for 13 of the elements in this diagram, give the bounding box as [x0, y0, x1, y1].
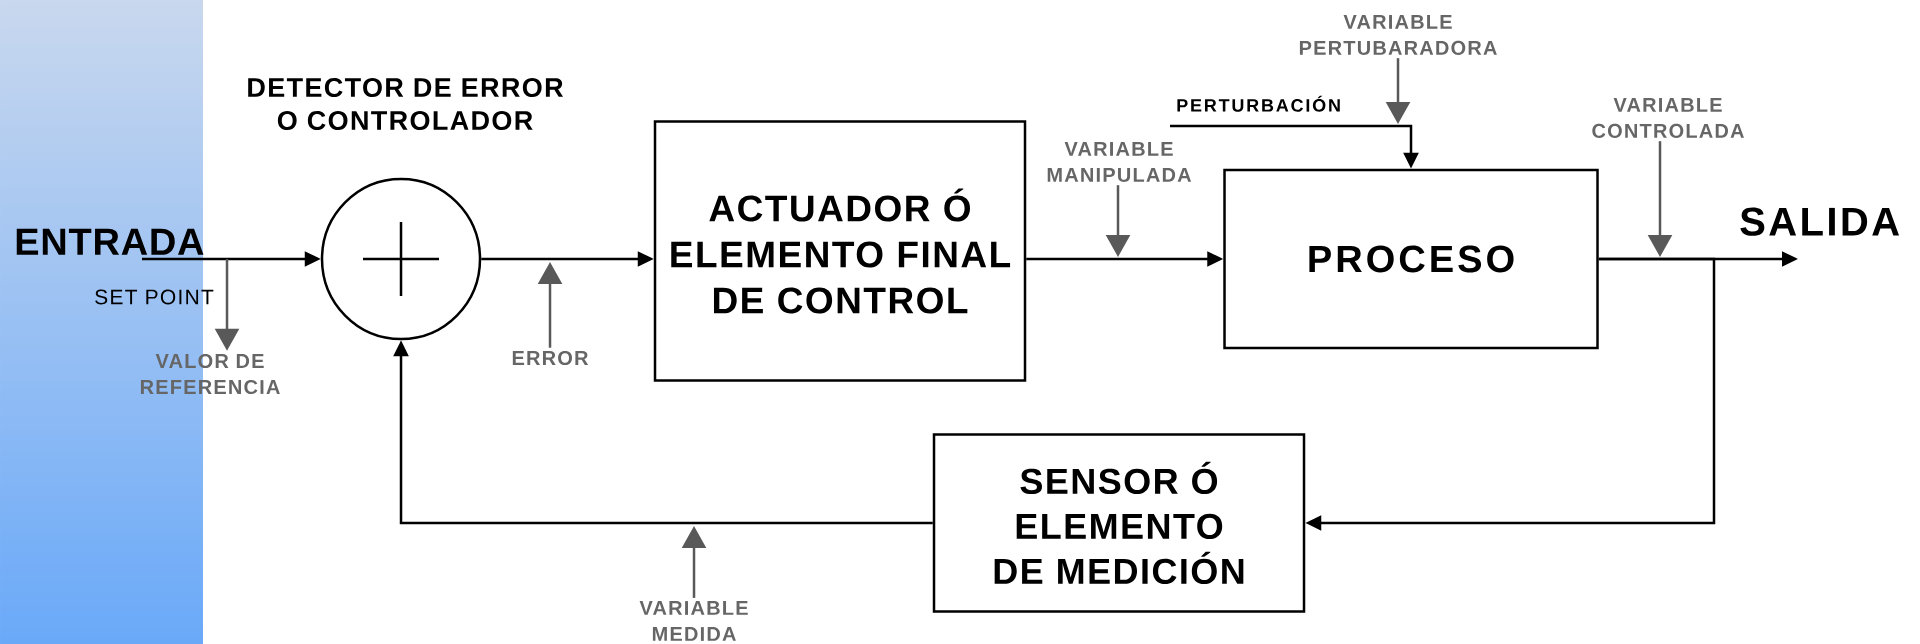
annotation-text: VARIABLE PERTUBARADORA: [1299, 15, 1497, 55]
block-heading: DETECTOR DE ERROR O CONTROLADOR: [248, 77, 564, 131]
sensor-box: SENSOR Ó ELEMENTO DE MEDICIÓN: [932, 433, 1306, 613]
annotation-text: VARIABLE MANIPULADA: [1047, 142, 1192, 182]
process-box: PROCESO: [1223, 168, 1599, 350]
disturbance-label: PERTURBACIÓN: [1177, 95, 1340, 112]
output-label: SALIDA: [1740, 207, 1900, 236]
label-text: SET POINT: [95, 289, 214, 305]
actuator-box: ACTUADOR Ó ELEMENTO FINAL DE CONTROL: [653, 120, 1027, 382]
annotation-text: VARIABLE MEDIDA: [639, 601, 748, 641]
input-label: ENTRADA: [16, 228, 204, 255]
annotation-text: VARIABLE CONTROLADA: [1592, 98, 1744, 138]
annotation-text: ERROR: [512, 350, 589, 366]
